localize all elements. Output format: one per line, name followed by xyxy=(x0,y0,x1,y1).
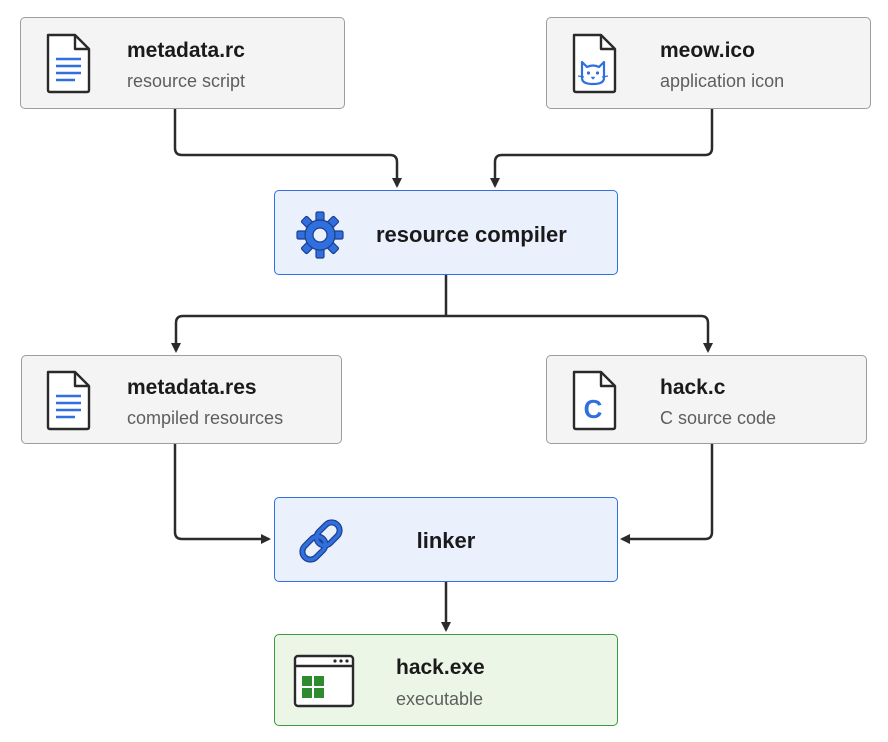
node-linker: linker xyxy=(274,497,618,582)
node-subtitle: resource script xyxy=(127,71,246,91)
gear-icon xyxy=(296,211,344,259)
document-icon xyxy=(46,370,91,431)
node-resource-compiler: resource compiler xyxy=(274,190,618,275)
node-metadata-res: metadata.res compiled resources xyxy=(21,355,342,444)
node-title: meow.ico xyxy=(660,39,755,62)
edge-metadata-res-to-linker xyxy=(173,443,271,544)
document-icon xyxy=(46,33,91,94)
edge-hack-c-to-linker xyxy=(620,443,714,544)
c-file-letter: C xyxy=(584,394,603,424)
edge-compiler-to-hack-c xyxy=(446,314,713,353)
node-hack-exe: hack.exe executable xyxy=(274,634,618,726)
node-hack-c: C hack.c C source code xyxy=(546,355,867,444)
edge-meow-ico-to-compiler xyxy=(490,108,714,188)
cat-icon xyxy=(572,33,617,94)
node-title: resource compiler xyxy=(376,222,567,247)
node-title: hack.exe xyxy=(396,656,485,679)
node-metadata-rc: metadata.rc resource script xyxy=(20,17,345,109)
node-title: metadata.res xyxy=(127,376,257,399)
node-subtitle: C source code xyxy=(660,408,777,428)
node-subtitle: application icon xyxy=(660,71,785,91)
node-title: metadata.rc xyxy=(127,39,245,62)
node-meow-ico: meow.ico application icon xyxy=(546,17,871,109)
link-icon xyxy=(299,519,343,563)
edge-compiler-to-metadata-res xyxy=(171,314,446,353)
edge-metadata-rc-to-compiler xyxy=(173,108,402,188)
c-file-icon: C xyxy=(572,370,617,431)
node-subtitle: executable xyxy=(396,689,484,709)
node-title: hack.c xyxy=(660,376,726,399)
window-icon xyxy=(293,654,355,708)
node-title: linker xyxy=(416,528,476,553)
node-subtitle: compiled resources xyxy=(127,408,284,428)
